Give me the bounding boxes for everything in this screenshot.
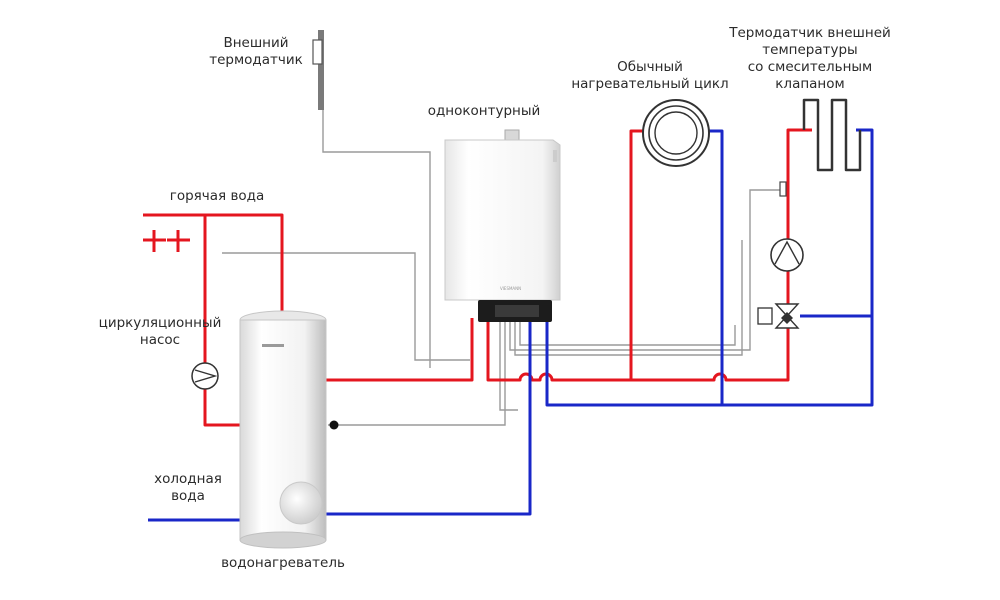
tank-sensor-dot <box>329 420 339 430</box>
mixing-valve <box>757 303 800 329</box>
cold-pipes <box>148 128 874 522</box>
single-circuit-boiler: VIESMANN <box>444 129 561 322</box>
outdoor-sensor <box>312 30 324 110</box>
pump-icon <box>770 238 804 272</box>
water-heater-tank <box>239 310 327 549</box>
boiler-label: одноконтурный <box>428 103 541 119</box>
mixing-sensor-icon <box>779 181 787 197</box>
boiler-icon <box>444 139 561 301</box>
mixing-sensor-label-4: клапаном <box>775 76 844 92</box>
standard-heating-circuit <box>642 99 710 167</box>
labels: Внешний термодатчик одноконтурный Обычны… <box>99 25 891 571</box>
mixing-sensor-label-1: Термодатчик внешней <box>728 25 891 41</box>
circulation-pump <box>191 362 219 390</box>
heating-circuit-label-2: нагревательный цикл <box>571 76 728 92</box>
mixing-sensor-label-3: со смесительным <box>748 59 873 75</box>
svg-text:VIESMANN: VIESMANN <box>500 286 521 291</box>
outdoor-sensor-label-1: Внешний <box>223 35 288 51</box>
signal-wires <box>222 65 780 426</box>
circulation-pump-label-2: насос <box>140 332 180 348</box>
water-heater-label: водонагреватель <box>221 555 345 571</box>
pump-icon <box>191 362 219 390</box>
cold-water-label-1: холодная <box>154 471 222 487</box>
heating-circuit-label-1: Обычный <box>617 59 683 75</box>
hot-water-label: горячая вода <box>170 188 265 204</box>
circulation-pump-label-1: циркуляционный <box>99 315 222 331</box>
radiator-icon <box>642 99 710 167</box>
sensor-icon <box>312 39 323 65</box>
mixing-sensor-label-2: температуры <box>762 42 857 58</box>
cold-water-label-2: вода <box>171 488 205 504</box>
mixing-circuit-pump <box>770 238 804 272</box>
outdoor-sensor-label-2: термодатчик <box>209 52 303 68</box>
mixing-circuit-radiator <box>802 98 862 172</box>
